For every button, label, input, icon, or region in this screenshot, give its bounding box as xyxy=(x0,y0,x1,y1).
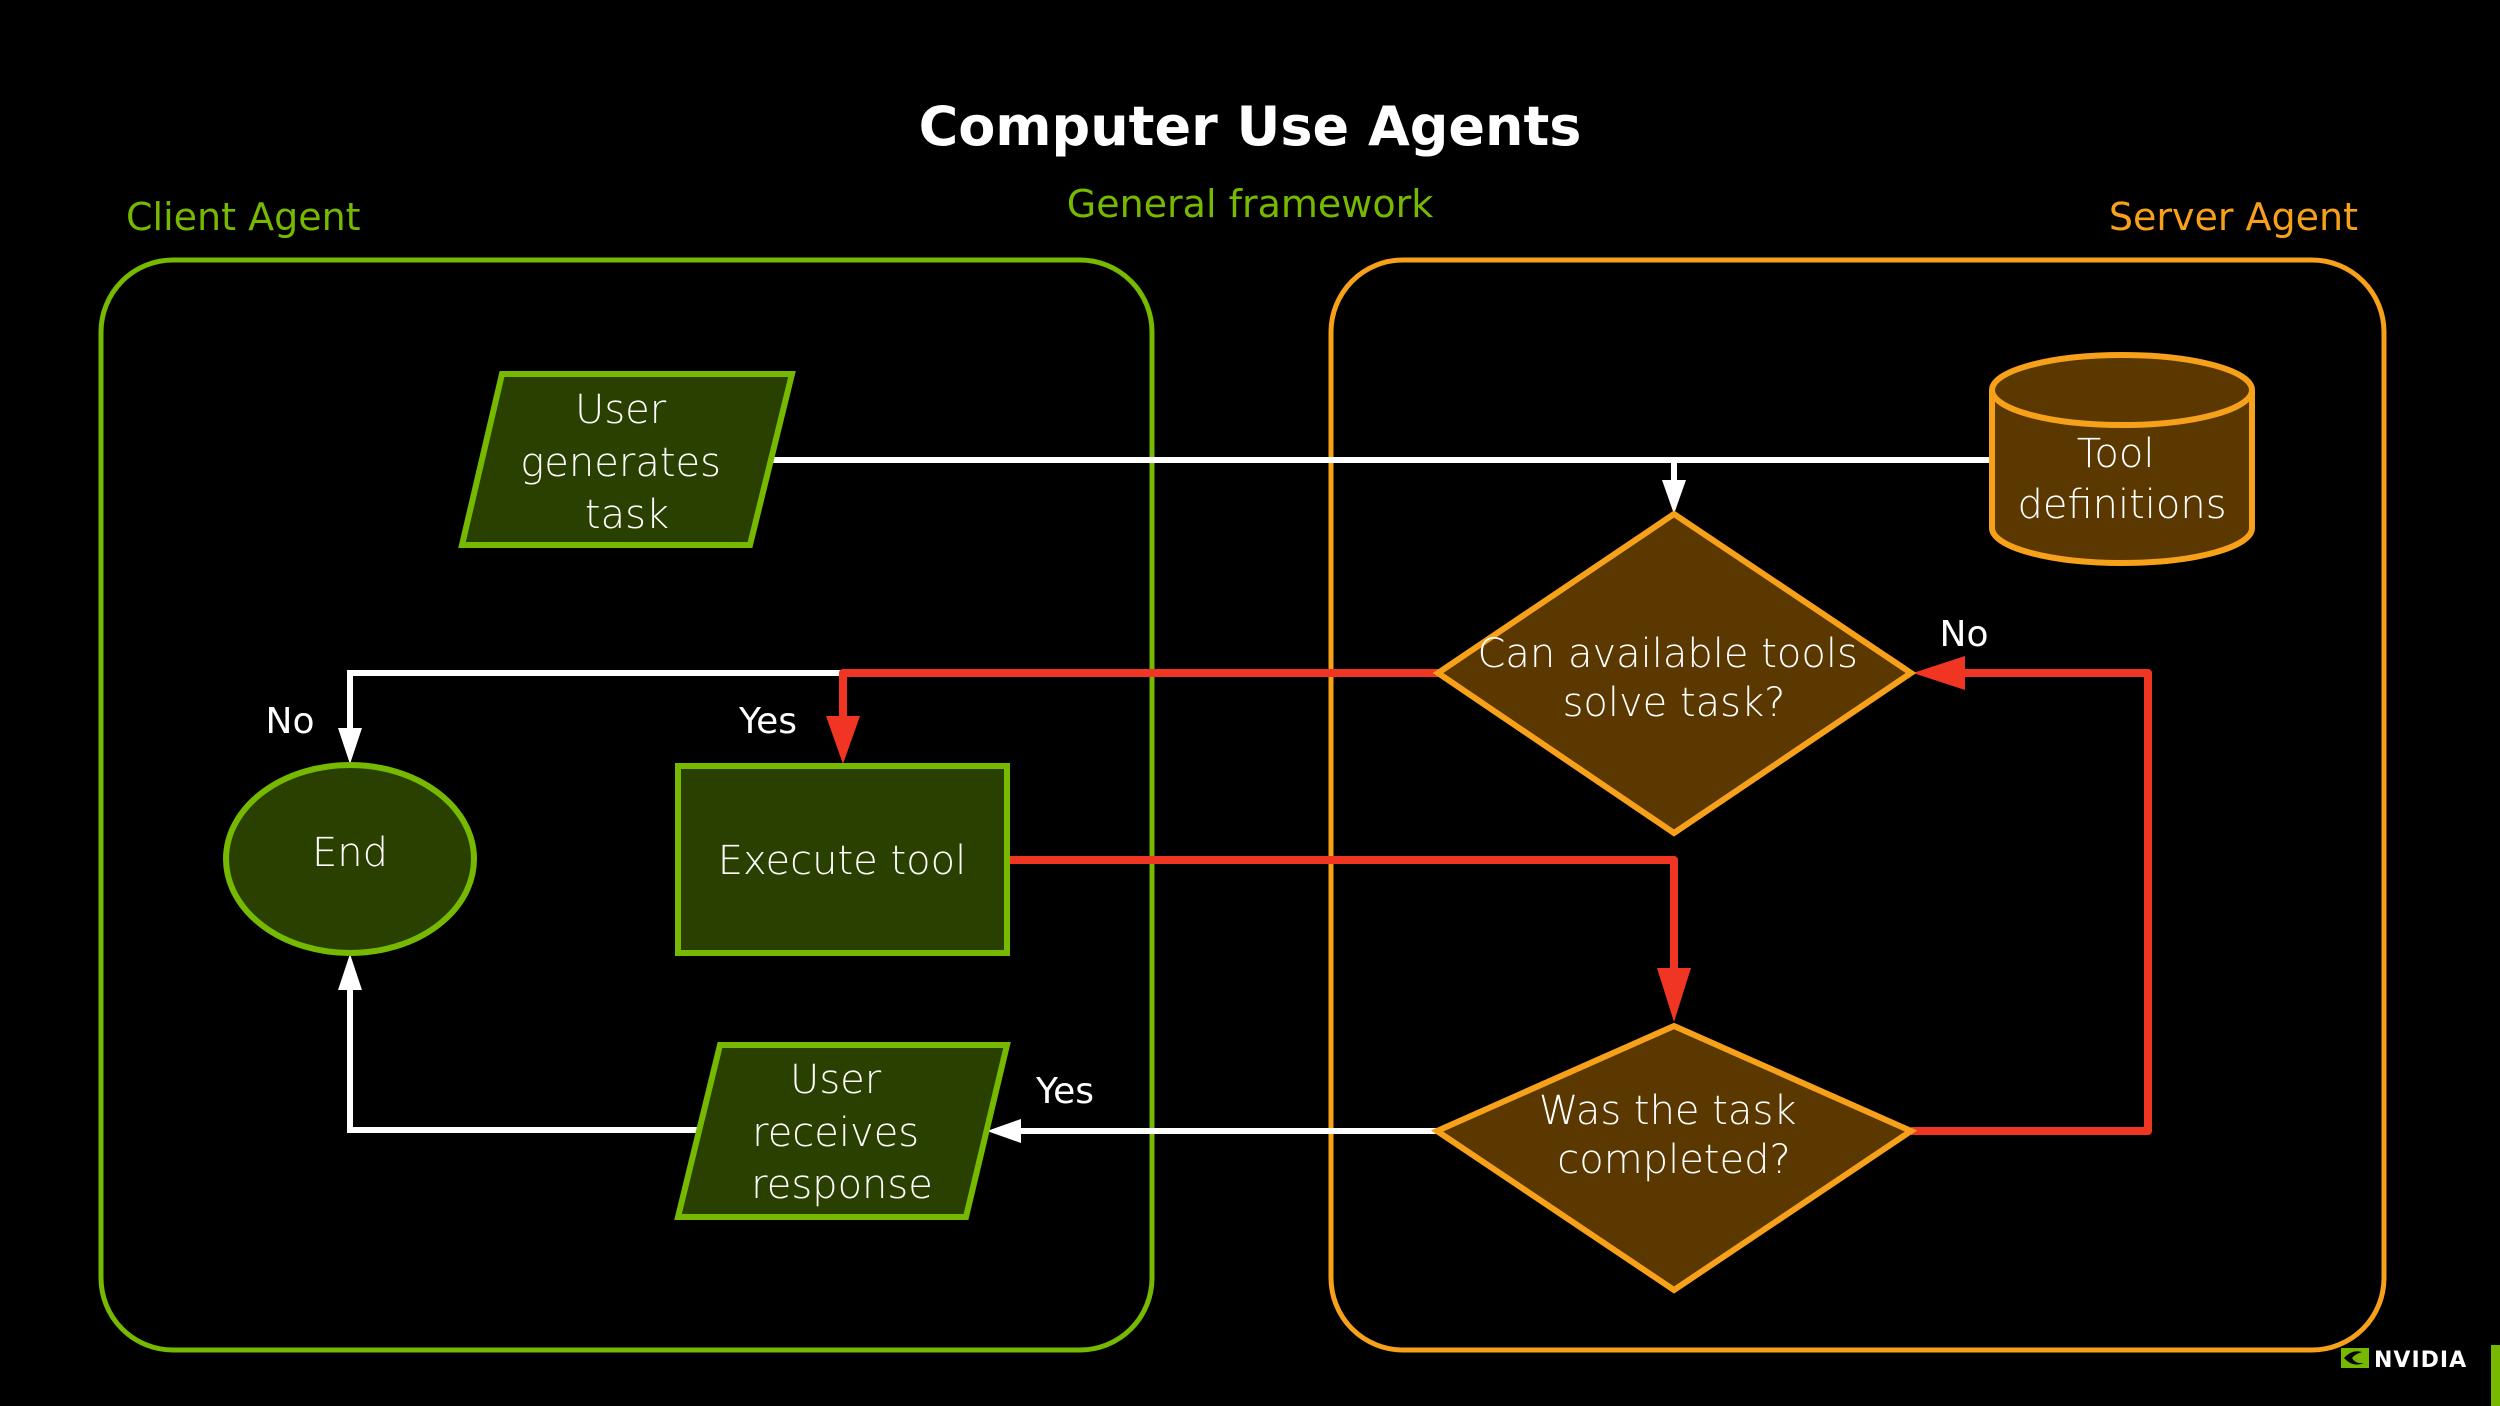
node-text-line: definitions xyxy=(2017,482,2226,528)
node-text-line: completed? xyxy=(1557,1137,1790,1183)
node-text-line: receives xyxy=(752,1110,919,1156)
svg-text:End: End xyxy=(312,830,388,876)
edge-decision-no-end xyxy=(347,670,843,735)
cylinder-top xyxy=(1989,352,2255,428)
ellipse-shape xyxy=(223,762,477,956)
svg-text:Execute tool: Execute tool xyxy=(718,838,966,884)
edge-response-to-end xyxy=(347,985,700,1133)
node-text-line: User xyxy=(790,1057,882,1103)
parallelogram-shape xyxy=(458,371,796,548)
arrowhead-into-end-top xyxy=(338,728,362,764)
node-execute-tool: Execute tool xyxy=(675,763,1010,956)
edge-label-decision-no: No xyxy=(266,701,315,742)
node-text-line: User xyxy=(575,387,667,433)
node-text-line: task xyxy=(585,492,669,538)
node-text-line: Can available tools xyxy=(1477,631,1857,677)
node-text-line: End xyxy=(312,830,388,876)
arrowhead-into-decision xyxy=(1662,480,1686,514)
arrowhead-into-completed xyxy=(1657,968,1691,1022)
nvidia-logo: NVIDIA xyxy=(2341,1348,2467,1373)
node-can-tools-solve: Can available tools solve task? xyxy=(1432,510,1917,837)
arrowhead-into-execute xyxy=(826,716,860,764)
node-user-receives-response: User receives response xyxy=(674,1042,1011,1220)
parallelogram-shape xyxy=(674,1042,1011,1220)
diagram-subtitle: General framework xyxy=(1067,182,1433,226)
node-text-line: Execute tool xyxy=(718,838,966,884)
node-text-line: generates xyxy=(520,440,721,486)
diamond-shape xyxy=(1432,510,1917,837)
diamond-shape xyxy=(1430,1022,1918,1294)
svg-text:User generates tas: User generates task xyxy=(520,387,733,538)
edge-label-completed-no: No xyxy=(1940,614,1989,655)
arrowhead-into-decision-right xyxy=(1913,656,1965,690)
edge-execute-to-completed xyxy=(1007,856,1678,975)
svg-text:Can available tools solv: Can available tools solve task? xyxy=(1477,631,1870,726)
edge-label-decision-yes: Yes xyxy=(738,701,797,742)
arrowhead-into-end-bottom xyxy=(338,954,362,990)
node-text-line: solve task? xyxy=(1563,680,1786,726)
node-text-line: Tool xyxy=(2077,431,2155,477)
node-end: End xyxy=(223,762,477,956)
nvidia-wordmark: NVIDIA xyxy=(2374,1348,2467,1373)
client-agent-label: Client Agent xyxy=(126,195,361,239)
svg-text:Tool definitions: Tool definitions xyxy=(2017,431,2226,528)
server-agent-label: Server Agent xyxy=(2109,195,2358,239)
node-text-line: Was the task xyxy=(1539,1088,1797,1134)
node-tool-definitions: Tool definitions xyxy=(1989,352,2255,566)
svg-text:User receives resp: User receives response xyxy=(751,1057,933,1208)
nvidia-eye-icon xyxy=(2341,1348,2369,1368)
edge-label-completed-yes: Yes xyxy=(1035,1071,1094,1112)
arrowhead-into-response xyxy=(987,1119,1021,1143)
edge-decision-yes-execute xyxy=(839,669,1438,722)
diagram-title: Computer Use Agents xyxy=(919,95,1582,158)
edge-completed-no-loop xyxy=(1911,669,2152,1135)
node-user-generates-task: User generates task xyxy=(458,371,796,548)
node-text-line: response xyxy=(751,1162,933,1208)
server-agent-lane xyxy=(1328,257,2387,1353)
client-agent-lane xyxy=(98,257,1155,1353)
node-was-task-completed: Was the task completed? xyxy=(1430,1022,1918,1294)
svg-text:Was the task completed?: Was the task completed? xyxy=(1539,1088,1809,1183)
rectangle-shape xyxy=(675,763,1010,956)
accent-bar xyxy=(2491,1345,2500,1406)
cylinder-body xyxy=(1989,390,2255,566)
